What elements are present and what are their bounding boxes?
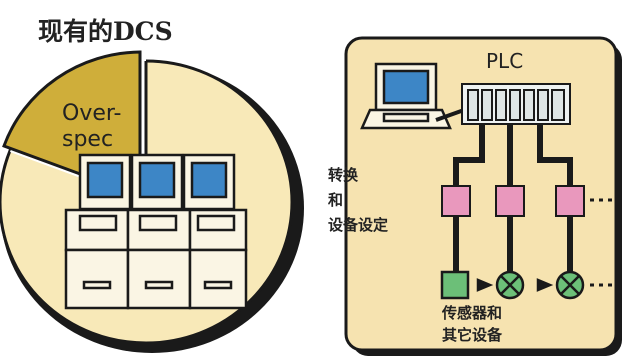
console-2-base — [126, 248, 192, 310]
plc-module-3 — [495, 89, 507, 121]
console-3-screen — [190, 161, 228, 199]
dcs-title: 现有的DCS — [38, 17, 173, 46]
valve-2-icon — [536, 270, 585, 300]
console-1-drawer — [82, 280, 112, 290]
console-3-keyboard — [196, 214, 236, 232]
laptop-keys — [382, 112, 430, 123]
field-devices — [440, 270, 585, 300]
plc-module-6 — [537, 89, 549, 121]
sensor-box — [440, 270, 470, 300]
plc-module-2 — [481, 89, 493, 121]
console-1-base — [64, 248, 130, 310]
console-1 — [64, 153, 132, 310]
plc-panel: PLC — [344, 36, 622, 356]
bus-line-1 — [453, 124, 485, 188]
console-3-base — [188, 248, 248, 310]
plc-module-7 — [551, 89, 565, 121]
console-1-keyboard — [78, 214, 118, 232]
valve-1-icon — [476, 270, 525, 300]
laptop-screen — [382, 69, 430, 105]
sensors-label-line1: 传感器和 — [441, 304, 502, 322]
console-2-keyboard — [138, 214, 178, 232]
console-1-screen — [86, 161, 124, 199]
convert-label-line1: 转换 — [328, 166, 359, 184]
console-2-drawer — [144, 280, 174, 290]
console-3 — [182, 153, 248, 310]
overspec-label-line2: spec — [62, 127, 113, 152]
operator-consoles — [64, 153, 248, 310]
convert-label-line3: 设备设定 — [328, 216, 388, 234]
plc-rack — [461, 83, 571, 125]
bus-line-3 — [537, 124, 573, 188]
overspec-label-line1: Over- — [62, 101, 121, 126]
io-module-2 — [495, 185, 525, 217]
console-2-screen — [138, 161, 176, 199]
io-module-3 — [555, 185, 585, 217]
plc-label: PLC — [486, 49, 523, 73]
io-module-1 — [441, 185, 471, 217]
laptop-icon — [360, 62, 452, 130]
plc-module-1 — [467, 89, 479, 121]
network-cable — [435, 108, 465, 122]
console-2 — [126, 153, 192, 310]
plc-module-4 — [509, 89, 521, 121]
console-3-drawer — [203, 280, 233, 290]
plc-module-5 — [523, 89, 535, 121]
io-modules — [441, 185, 585, 217]
convert-label-line2: 和 — [328, 191, 343, 209]
sensors-label-line2: 其它设备 — [442, 326, 503, 344]
bus-lines — [453, 124, 573, 272]
